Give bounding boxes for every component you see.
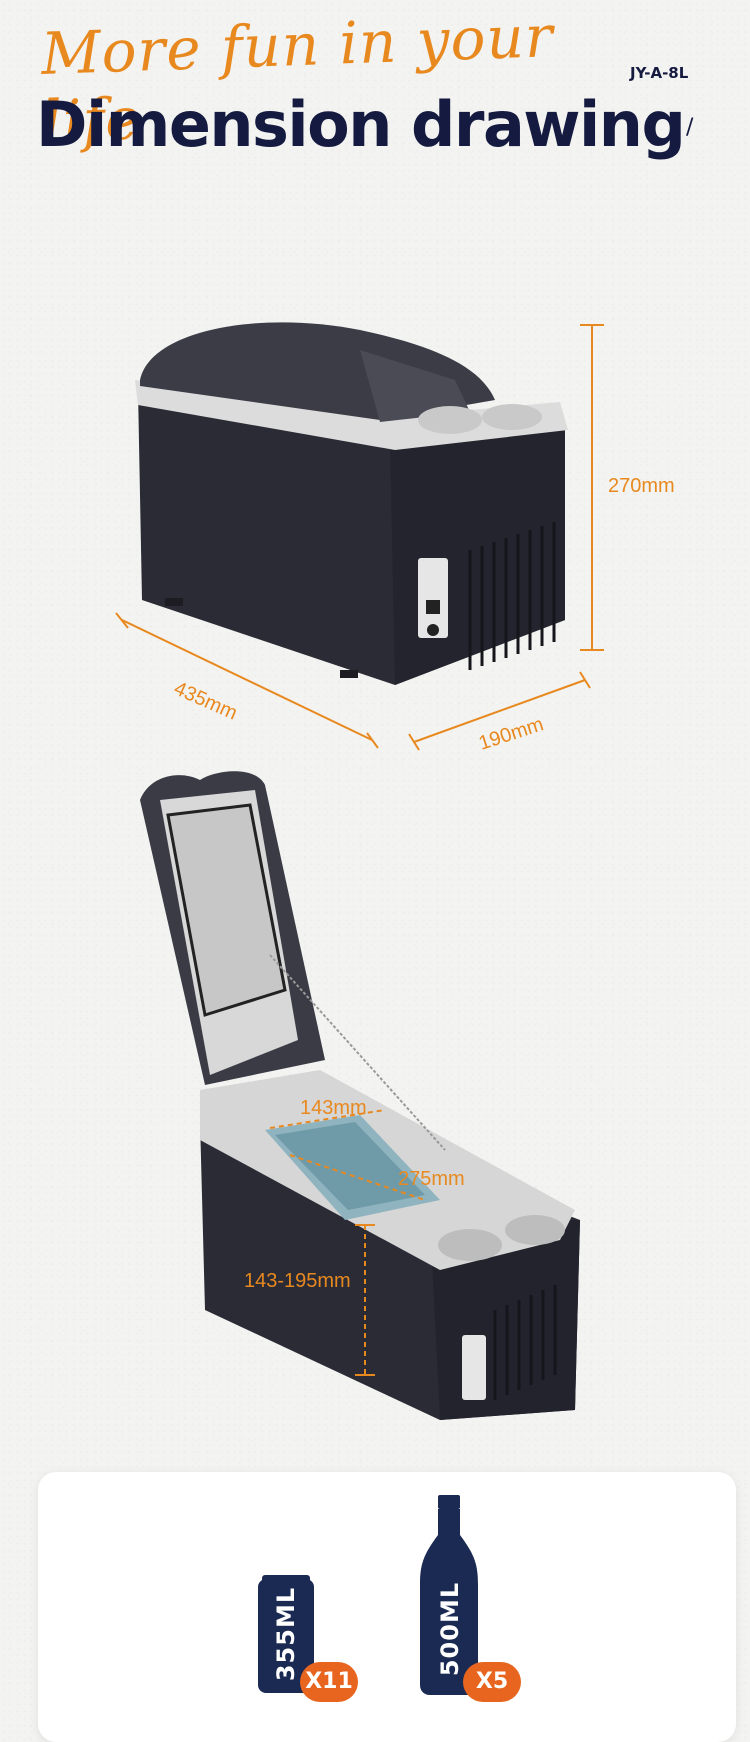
capacity-panel bbox=[38, 1472, 736, 1742]
height-label: 270mm bbox=[608, 475, 675, 497]
can-icon bbox=[258, 1575, 314, 1693]
closed-dimension-lines bbox=[115, 324, 604, 751]
page-title: Dimension drawing bbox=[36, 88, 686, 161]
bottle-count-badge: X5 bbox=[463, 1662, 521, 1702]
slash-mark: / bbox=[686, 115, 694, 140]
can-volume-label: 355ML bbox=[272, 1586, 300, 1682]
bottle-volume-label: 500ML bbox=[436, 1581, 464, 1677]
open-cooler-illustration bbox=[140, 771, 580, 1420]
bottle-icon bbox=[420, 1495, 478, 1695]
can-count-badge: X11 bbox=[300, 1662, 358, 1702]
inner-length-label: 275mm bbox=[398, 1168, 465, 1190]
inner-width-label: 143mm bbox=[300, 1097, 367, 1119]
model-code: JY-A-8L bbox=[630, 64, 689, 82]
inner-depth-label: 143-195mm bbox=[244, 1270, 351, 1292]
open-dimension-lines bbox=[269, 1109, 426, 1376]
closed-cooler-illustration bbox=[135, 322, 568, 685]
